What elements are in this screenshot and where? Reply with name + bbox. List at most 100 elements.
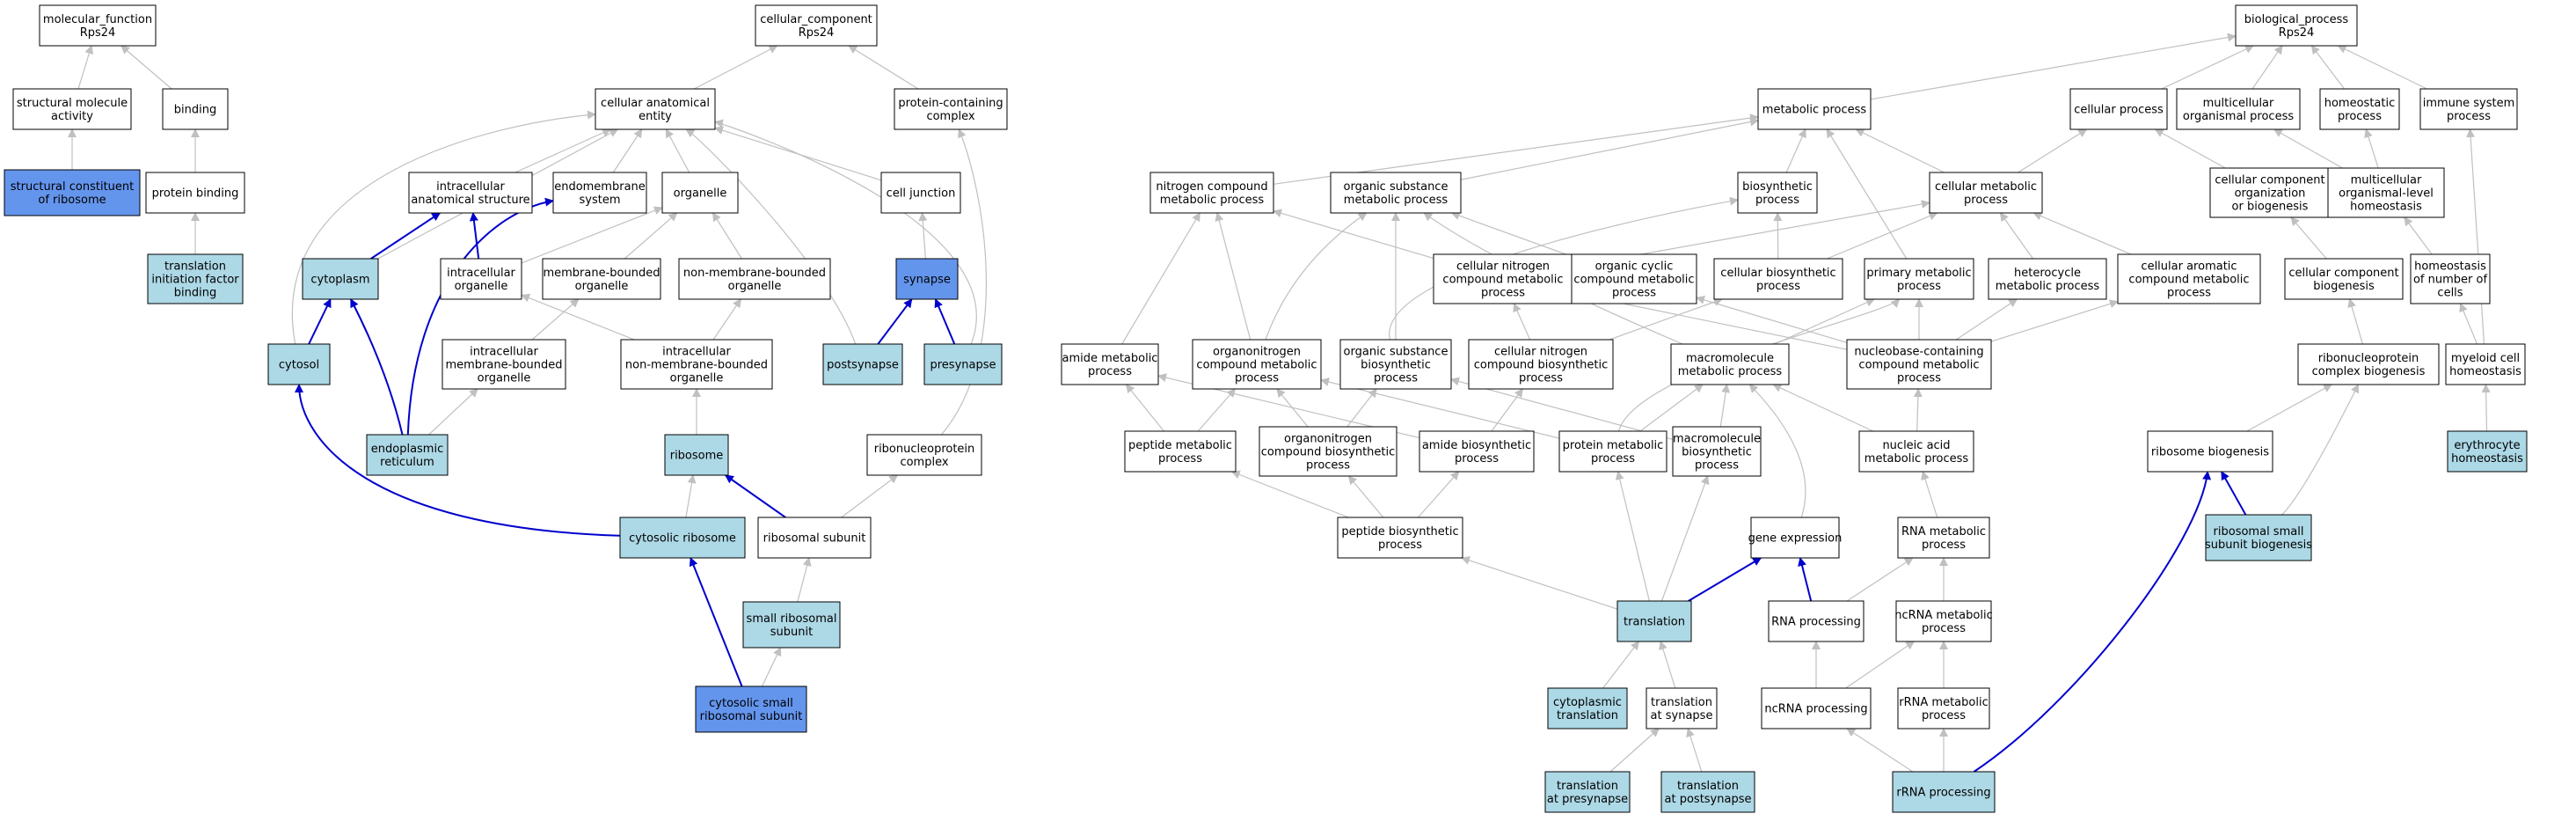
edge-abp-to-cncbp bbox=[1491, 388, 1523, 432]
node-ribo[interactable]: ribosome bbox=[664, 434, 729, 476]
node-pre[interactable]: presynapse bbox=[923, 343, 1003, 385]
node-label-line: compound metabolic bbox=[1442, 274, 1563, 287]
node-cyto[interactable]: cytoplasm bbox=[302, 258, 379, 300]
node-box bbox=[542, 258, 661, 300]
node-binding[interactable]: binding bbox=[162, 88, 229, 130]
node-rrp[interactable]: rRNA processing bbox=[1892, 771, 1996, 813]
node-box bbox=[2209, 167, 2331, 218]
node-cj[interactable]: cell junction bbox=[880, 172, 961, 214]
node-pb[interactable]: protein binding bbox=[145, 172, 245, 214]
edge-tapre-to-tas bbox=[1609, 728, 1660, 773]
node-ncrp[interactable]: ncRNA processing bbox=[1761, 687, 1872, 729]
node-org[interactable]: organelle bbox=[661, 172, 739, 214]
edge-cmp-to-cp bbox=[2018, 128, 2088, 173]
node-label-line: macromolecule bbox=[1686, 352, 1774, 365]
node-label-line: ribosomal small bbox=[2214, 525, 2304, 539]
node-rb[interactable]: ribosome biogenesis bbox=[2147, 430, 2273, 473]
node-mp[interactable]: metabolic process bbox=[1757, 88, 1872, 130]
node-label: translation bbox=[1624, 616, 1685, 629]
edge-mop-to-bp bbox=[2251, 45, 2283, 90]
node-label-line: at synapse bbox=[1651, 709, 1713, 722]
node-syn[interactable]: synapse bbox=[895, 258, 959, 300]
node-label-line: process bbox=[1088, 365, 1132, 378]
node-cribo[interactable]: cytosolic ribosome bbox=[619, 517, 746, 559]
node-rs[interactable]: ribosomal subunit bbox=[757, 517, 872, 559]
node-ge[interactable]: gene expression bbox=[1748, 517, 1843, 559]
edge-nacmp-to-ncocmp bbox=[1913, 388, 1923, 432]
node-label-line: organic substance bbox=[1344, 180, 1449, 194]
node-cytosol[interactable]: cytosol bbox=[267, 343, 331, 385]
node-post[interactable]: postsynapse bbox=[822, 343, 903, 385]
edge-nmbo-to-org bbox=[712, 212, 742, 260]
node-trans[interactable]: translation bbox=[1616, 600, 1692, 642]
node-cp[interactable]: cellular process bbox=[2069, 88, 2168, 130]
node-rp[interactable]: RNA processing bbox=[1768, 600, 1864, 642]
